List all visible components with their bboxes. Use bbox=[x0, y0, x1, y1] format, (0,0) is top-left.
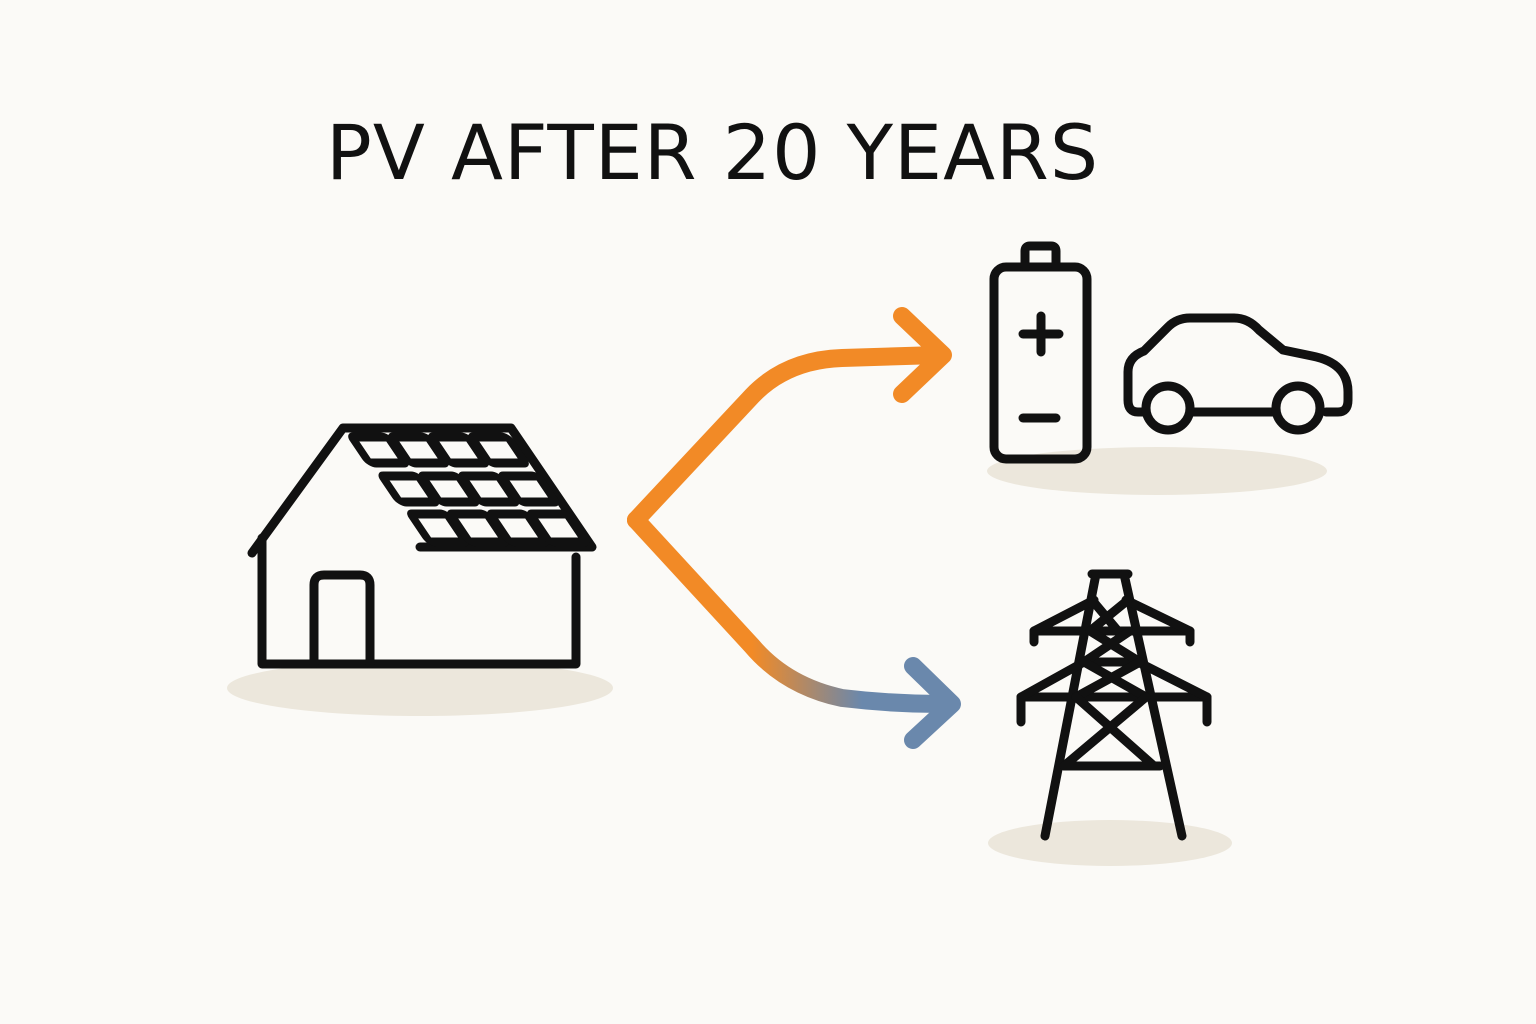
house-with-solar-panels-icon bbox=[247, 423, 597, 669]
solar-panels bbox=[348, 432, 590, 547]
battery-car-ground-shadow bbox=[987, 447, 1327, 495]
flow-arrows bbox=[627, 307, 961, 749]
arrow-to-grid bbox=[627, 511, 951, 713]
house-ground-shadow bbox=[227, 660, 613, 716]
power-pylon-icon bbox=[1016, 569, 1212, 841]
arrowhead-to-grid bbox=[904, 657, 961, 749]
arrowhead-to-battery-and-car bbox=[893, 307, 952, 403]
arrow-to-battery-and-car bbox=[627, 346, 947, 529]
diagram-title: PV AFTER 20 YEARS bbox=[326, 108, 1100, 197]
battery-icon bbox=[989, 241, 1092, 464]
electric-car-icon bbox=[1123, 313, 1353, 435]
pylon-ground-shadow bbox=[988, 820, 1232, 866]
